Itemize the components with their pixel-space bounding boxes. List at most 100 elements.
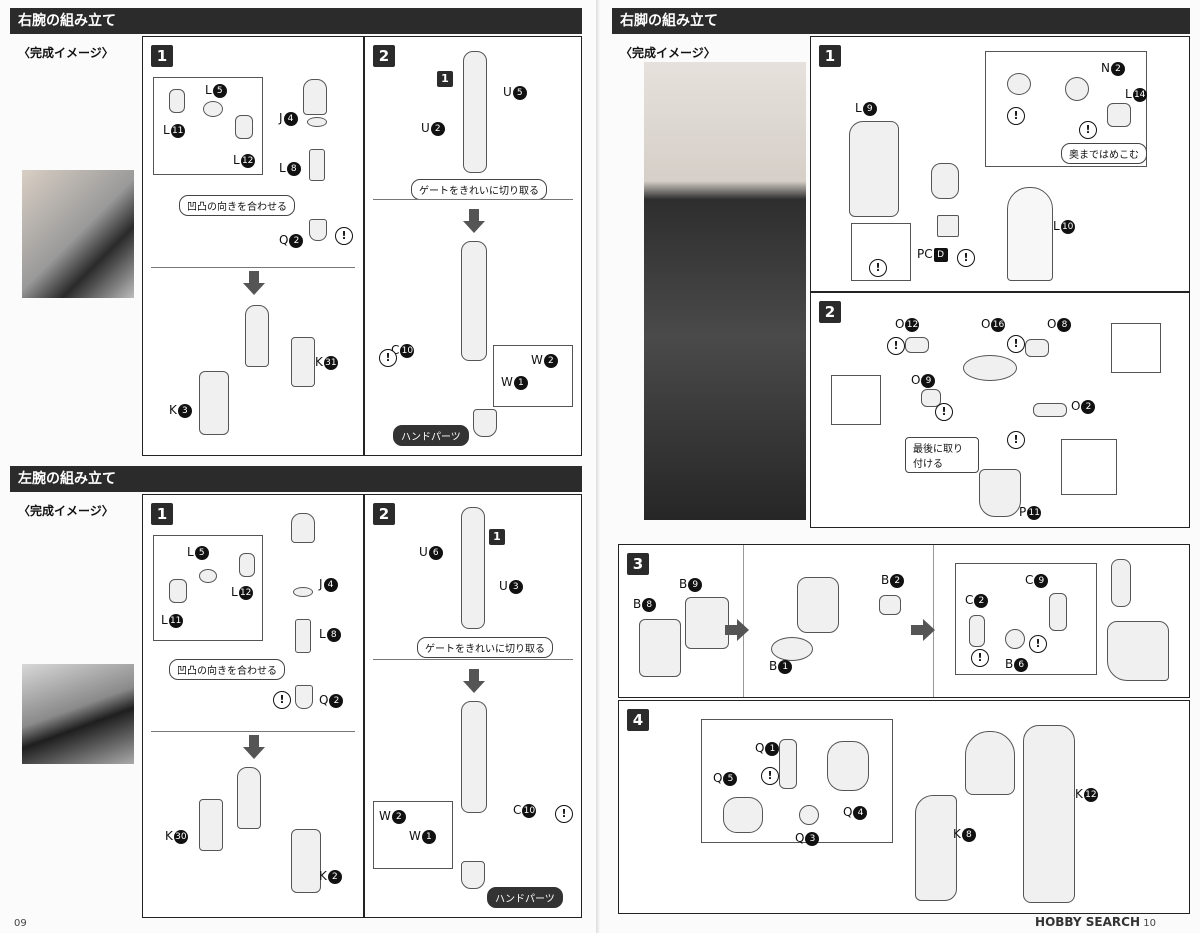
- warning-icon: !: [1007, 431, 1025, 449]
- part-shape: [799, 805, 819, 825]
- note-callout: 最後に取り付ける: [905, 437, 979, 473]
- part-shape: [309, 219, 327, 241]
- step-number-icon: 3: [627, 553, 649, 575]
- warning-icon: !: [761, 767, 779, 785]
- detail-box: [831, 375, 881, 425]
- step-number-icon: 1: [819, 45, 841, 67]
- part-shape: [639, 619, 681, 677]
- step-number-icon: 2: [373, 503, 395, 525]
- warning-icon: !: [869, 259, 887, 277]
- part-shape: [921, 389, 941, 407]
- part-shape: [463, 51, 487, 173]
- page-number: 09: [14, 918, 27, 929]
- step-number-icon: 4: [627, 709, 649, 731]
- detail-box: [985, 51, 1147, 167]
- section-title-right-leg: 右脚の組み立て: [612, 8, 1190, 34]
- watermark-logo: HOBBY SEARCH: [1035, 915, 1140, 929]
- part-shape: [1107, 621, 1169, 681]
- image-caption-right-arm: 〈完成イメージ〉: [18, 46, 114, 60]
- step-number-icon: 1: [151, 45, 173, 67]
- part-shape: [295, 619, 311, 653]
- part-shape: [1049, 593, 1067, 631]
- detail-box: [851, 223, 911, 281]
- part-shape: [931, 163, 959, 199]
- part-shape: [1107, 103, 1131, 127]
- section-title-right-arm: 右腕の組み立て: [10, 8, 582, 34]
- detail-box: [701, 719, 893, 843]
- divider: [373, 659, 573, 660]
- arrow-right-icon: [911, 619, 935, 641]
- part-shape: [1007, 73, 1031, 95]
- part-shape: [685, 597, 729, 649]
- arrow-down-icon: [243, 271, 265, 295]
- detail-box: [1111, 323, 1161, 373]
- part-shape: [1025, 339, 1049, 357]
- part-shape: [235, 115, 253, 139]
- completed-image-left-arm: [22, 664, 134, 764]
- part-shape: [461, 701, 487, 813]
- part-shape: [307, 117, 327, 127]
- warning-icon: !: [887, 337, 905, 355]
- note-callout: ゲートをきれいに切り取る: [411, 179, 547, 200]
- part-shape: [779, 739, 797, 789]
- part-shape: [1065, 77, 1089, 101]
- part-shape: [237, 767, 261, 829]
- part-shape: [1033, 403, 1067, 417]
- arrow-down-icon: [243, 735, 265, 759]
- part-shape: [291, 513, 315, 543]
- note-callout: 奥まではめこむ: [1061, 143, 1147, 164]
- page-number: 10: [1143, 918, 1156, 929]
- part-shape: [295, 685, 313, 709]
- part-shape: [849, 121, 899, 217]
- note-callout: ゲートをきれいに切り取る: [417, 637, 553, 658]
- completed-image-right-leg: [644, 62, 806, 520]
- part-shape: [461, 861, 485, 889]
- warning-icon: !: [379, 349, 397, 367]
- part-shape: [309, 149, 325, 181]
- detail-box: [955, 563, 1097, 675]
- part-shape: [1007, 187, 1053, 281]
- hand-parts-box: [373, 801, 453, 869]
- part-shape: [473, 409, 497, 437]
- warning-icon: !: [971, 649, 989, 667]
- part-shape: [169, 579, 187, 603]
- subassembly-box: [153, 77, 263, 175]
- divider: [151, 267, 355, 268]
- part-shape: [461, 507, 485, 629]
- part-shape: [963, 355, 1017, 381]
- part-shape: [461, 241, 487, 361]
- part-shape: [797, 577, 839, 633]
- image-caption-right-leg: 〈完成イメージ〉: [620, 46, 716, 60]
- warning-icon: !: [555, 805, 573, 823]
